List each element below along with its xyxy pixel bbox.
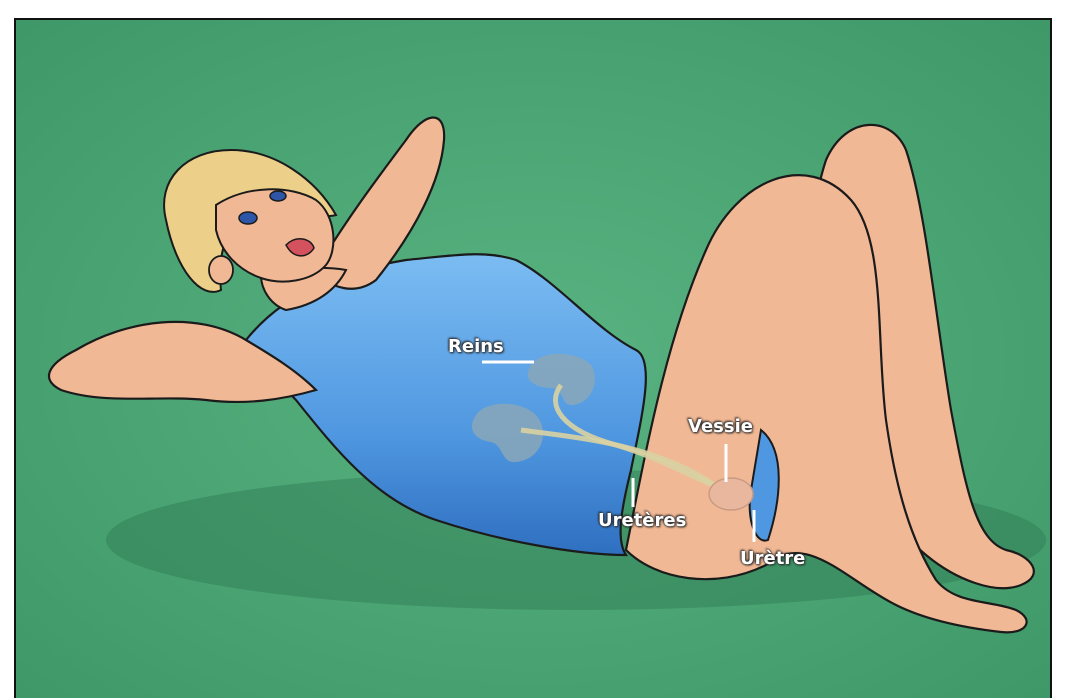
bladder xyxy=(709,478,753,510)
illustration-frame: Reins Vessie Uretères Urètre xyxy=(14,18,1052,698)
anatomy-illustration xyxy=(16,20,1050,698)
left-eye xyxy=(239,212,257,224)
urethra-label: Urètre xyxy=(740,548,805,569)
right-eye xyxy=(270,191,286,201)
bladder-label: Vessie xyxy=(688,416,753,437)
kidneys-label: Reins xyxy=(448,336,504,357)
ear xyxy=(209,256,233,284)
ureters-label: Uretères xyxy=(598,510,686,531)
